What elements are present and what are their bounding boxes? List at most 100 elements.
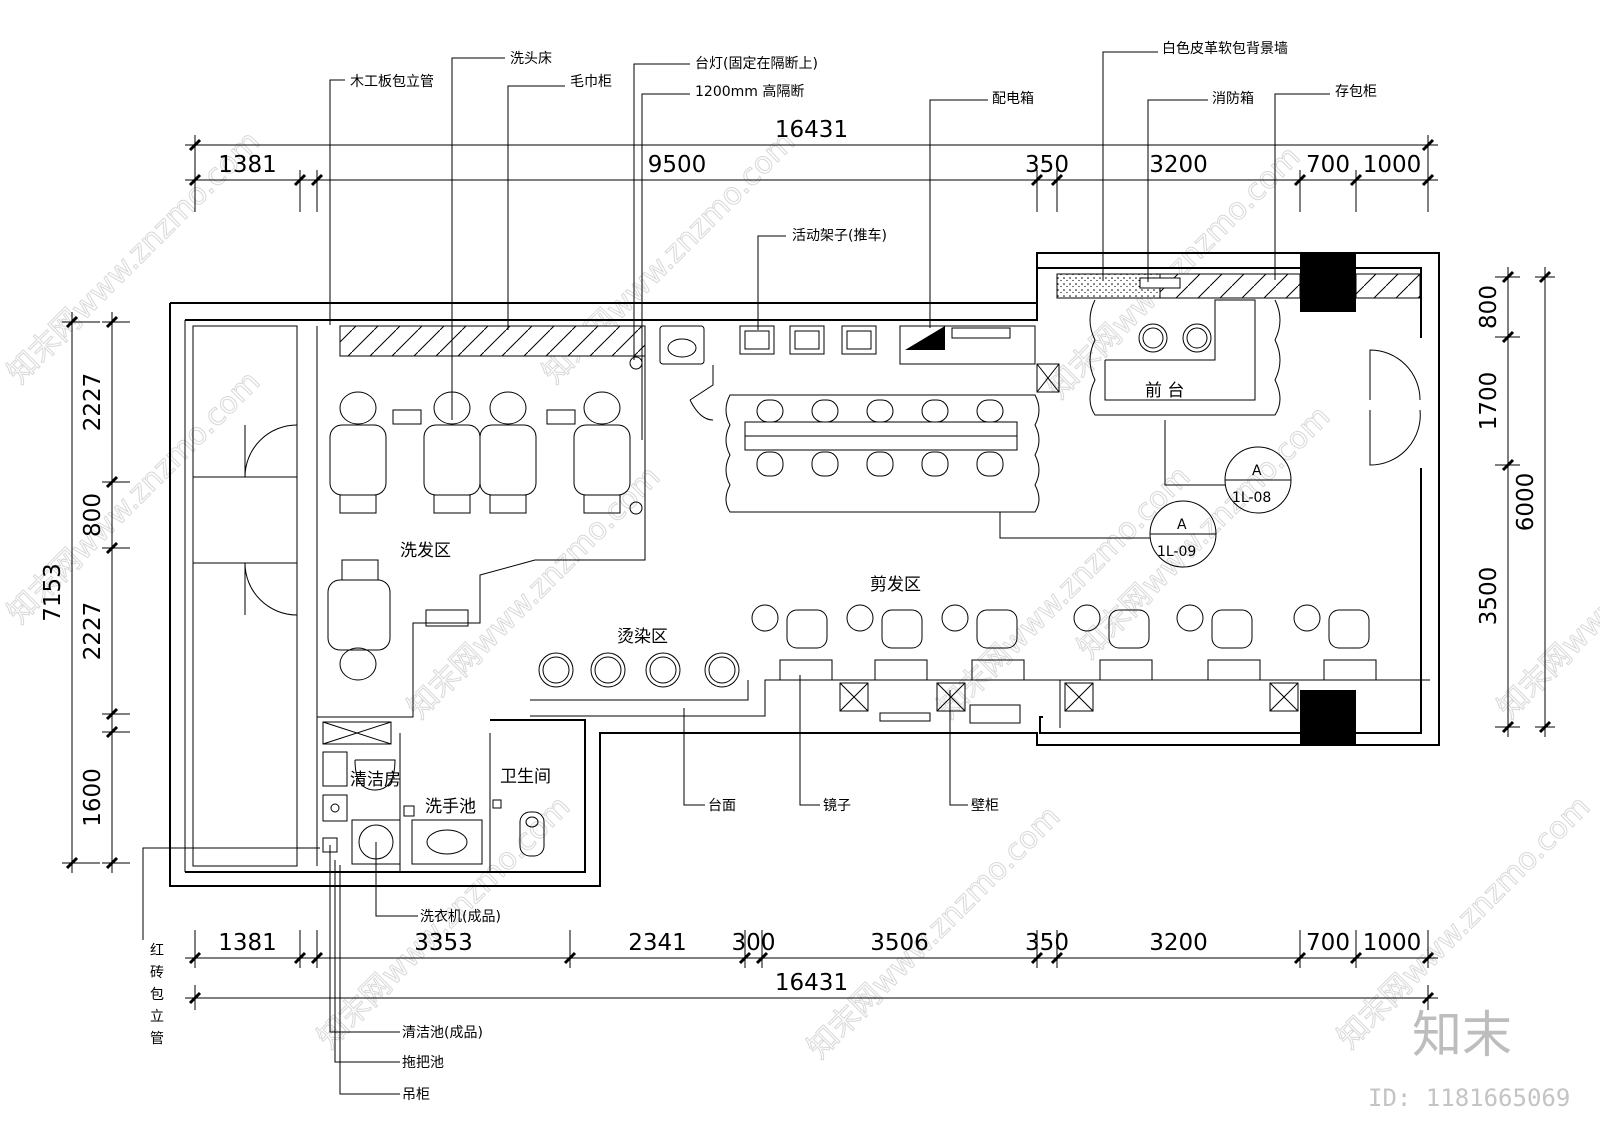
label-leather-wall: 白色皮革软包背景墙 bbox=[1162, 40, 1288, 57]
dimension-tick bbox=[1501, 458, 1515, 472]
label-power-box: 配电箱 bbox=[992, 91, 1034, 107]
dimension-lines: 16431 1381 9500 350 3200 700 1000 1381 3353 2341 3… bbox=[40, 117, 1555, 1010]
perm-area-label: 烫染区 bbox=[617, 627, 668, 647]
locker bbox=[1159, 273, 1301, 299]
dimension-left-segment: 2227 bbox=[80, 373, 106, 432]
towel-cabinet bbox=[339, 325, 646, 357]
front-desk: 前 台 bbox=[1089, 299, 1281, 416]
label-hanging-cabinet: 吊柜 bbox=[402, 1087, 430, 1103]
dimension-tick bbox=[1050, 173, 1064, 187]
fire-box bbox=[1139, 277, 1181, 289]
dimension-top-segment: 1000 bbox=[1363, 152, 1422, 178]
hand-basin-label: 洗手池 bbox=[425, 797, 476, 817]
label-fire-box: 消防箱 bbox=[1212, 91, 1254, 107]
label-wood-pipe: 木工板包立管 bbox=[350, 74, 434, 90]
dimension-tick bbox=[1050, 951, 1064, 965]
watermark-text: 知末网www.znzmo.com bbox=[1041, 139, 1307, 405]
dimension-top-total: 16431 bbox=[775, 117, 848, 143]
wash-beds bbox=[327, 356, 643, 681]
dimension-tick bbox=[105, 725, 119, 739]
walls bbox=[169, 252, 1440, 887]
label-cart: 活动架子(推车) bbox=[792, 227, 887, 244]
dimension-tick bbox=[1501, 330, 1515, 344]
dimension-tick bbox=[1030, 951, 1044, 965]
dimension-tick bbox=[188, 951, 202, 965]
dimension-bottom-segment: 3353 bbox=[414, 930, 473, 956]
dimension-top-segment: 1381 bbox=[218, 152, 277, 178]
dimension-tick bbox=[755, 951, 769, 965]
dimension-tick bbox=[310, 173, 324, 187]
service-rooms bbox=[322, 751, 545, 865]
dimension-tick bbox=[1349, 173, 1363, 187]
svg-text:A: A bbox=[1177, 517, 1187, 533]
dimension-left-total: 7153 bbox=[40, 563, 66, 622]
label-partition: 1200mm 高隔断 bbox=[695, 83, 804, 100]
dimension-tick bbox=[1421, 173, 1435, 187]
dimension-tick bbox=[188, 138, 202, 152]
dimension-bottom-total: 16431 bbox=[775, 970, 848, 996]
dimension-top-segment: 3200 bbox=[1149, 152, 1208, 178]
dimension-tick bbox=[563, 951, 577, 965]
dimension-bottom-segment: 1000 bbox=[1363, 930, 1422, 956]
svg-text:A: A bbox=[1252, 463, 1262, 479]
dimension-bottom-segment: 3506 bbox=[870, 930, 929, 956]
dimension-right-total: 6000 bbox=[1513, 473, 1539, 532]
dimension-tick bbox=[293, 951, 307, 965]
dimension-tick bbox=[188, 991, 202, 1005]
dimension-tick bbox=[1293, 173, 1307, 187]
dimension-tick bbox=[1501, 270, 1515, 284]
dimension-bottom-segment: 700 bbox=[1306, 930, 1350, 956]
top-shelves bbox=[659, 325, 1060, 421]
label-mirror: 镜子 bbox=[823, 798, 851, 814]
label-locker: 存包柜 bbox=[1335, 84, 1377, 100]
label-mop-sink: 拖把池 bbox=[402, 1055, 444, 1071]
watermark-layer: 知末网www.znzmo.com 知末网www.znzmo.com 知末网www… bbox=[0, 124, 1600, 1066]
dimension-right-segment: 800 bbox=[1476, 285, 1502, 329]
dimension-tick bbox=[1349, 951, 1363, 965]
dimension-tick bbox=[1030, 173, 1044, 187]
dimension-tick bbox=[105, 707, 119, 721]
brand-logo: 知末 bbox=[1412, 1006, 1512, 1064]
label-wash-bed: 洗头床 bbox=[510, 51, 552, 67]
dimension-bottom-segment: 2341 bbox=[628, 930, 687, 956]
locker-right bbox=[1355, 273, 1421, 299]
dimension-top-segment: 350 bbox=[1025, 152, 1069, 178]
cleaning-room-label: 清洁房 bbox=[350, 770, 401, 790]
wash-area-label: 洗发区 bbox=[400, 541, 451, 561]
dimension-tick bbox=[293, 173, 307, 187]
dimension-tick bbox=[1421, 991, 1435, 1005]
dimension-right-segment: 1700 bbox=[1476, 372, 1502, 431]
cut-area-label: 剪发区 bbox=[870, 575, 921, 595]
dimension-tick bbox=[310, 951, 324, 965]
svg-text:1L-08: 1L-08 bbox=[1232, 490, 1271, 506]
dimension-tick bbox=[1293, 951, 1307, 965]
front-desk-label: 前 台 bbox=[1145, 381, 1184, 401]
label-counter: 台面 bbox=[708, 798, 736, 814]
callout-1l-08: A 1L-08 bbox=[1164, 420, 1292, 514]
bottom-leaders bbox=[142, 675, 968, 1095]
dimension-tick bbox=[105, 315, 119, 329]
dimension-top-segment: 700 bbox=[1306, 152, 1350, 178]
dimension-tick bbox=[1538, 720, 1552, 734]
dimension-tick bbox=[1421, 138, 1435, 152]
dimension-tick bbox=[188, 173, 202, 187]
label-desk-lamp: 台灯(固定在隔断上) bbox=[695, 56, 818, 72]
dimension-bottom-segment: 1381 bbox=[218, 930, 277, 956]
dimension-left-segment: 1600 bbox=[80, 768, 106, 827]
dimension-tick bbox=[105, 856, 119, 870]
dimension-top-segment: 9500 bbox=[648, 152, 707, 178]
dimension-tick bbox=[105, 475, 119, 489]
top-leaders bbox=[329, 51, 1330, 440]
id-label: ID: 1181665069 bbox=[1368, 1084, 1570, 1112]
dimension-left-segment: 800 bbox=[80, 493, 106, 537]
column bbox=[1300, 252, 1356, 312]
dimension-tick bbox=[65, 315, 79, 329]
label-brick-pipe: 红砖包立管 bbox=[150, 943, 164, 1047]
dimension-tick bbox=[1538, 270, 1552, 284]
dimension-tick bbox=[65, 856, 79, 870]
dimension-bottom-segment: 350 bbox=[1025, 930, 1069, 956]
dimension-right-segment: 3500 bbox=[1476, 567, 1502, 626]
callout-1l-09: A 1L-09 bbox=[999, 500, 1217, 568]
dimension-tick bbox=[1501, 720, 1515, 734]
